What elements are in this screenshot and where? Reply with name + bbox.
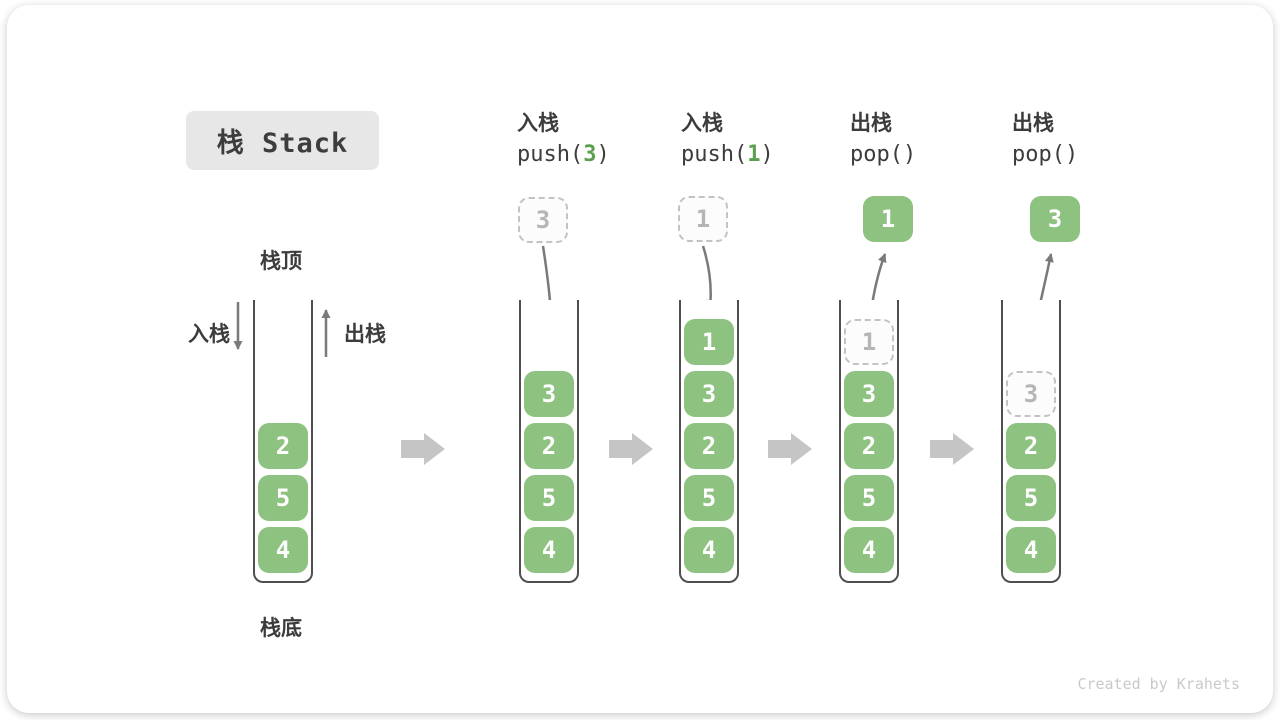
op-label-pop1-zh: 出栈 (850, 112, 892, 135)
title-text: 栈 Stack (216, 128, 349, 159)
stack-item: 3 (524, 371, 574, 417)
code-pre: push( (681, 142, 748, 167)
stack-item: 2 (524, 423, 574, 469)
code-suf: ) (596, 142, 610, 167)
code-pre: pop() (850, 142, 917, 167)
op-code-pop3: pop() (1012, 142, 1078, 167)
stack-item: 5 (524, 475, 574, 521)
stack-item: 4 (1006, 527, 1056, 573)
stack-item: 2 (258, 423, 308, 469)
code-suf: ) (760, 142, 774, 167)
popped-value-box: 1 (863, 196, 913, 242)
stack-item: 5 (684, 475, 734, 521)
stack-bottom-label: 栈底 (260, 617, 302, 640)
op-label-pop3-zh: 出栈 (1012, 112, 1054, 135)
code-arg: 1 (747, 142, 761, 167)
op-label-push3-zh: 入栈 (517, 112, 559, 135)
op-code-pop1: pop() (850, 142, 916, 167)
credit-text: Created by Krahets (1077, 675, 1240, 693)
push-side-label: 入栈 (188, 323, 230, 346)
stack-item: 5 (844, 475, 894, 521)
stack-item: 2 (684, 423, 734, 469)
stack-item: 3 (844, 371, 894, 417)
code-pre: pop() (1012, 142, 1079, 167)
pop-side-label: 出栈 (344, 323, 386, 346)
code-pre: push( (517, 142, 584, 167)
stack-item: 4 (524, 527, 574, 573)
incoming-value-box: 3 (518, 197, 568, 243)
stack-item: 5 (258, 475, 308, 521)
stack-item: 4 (684, 527, 734, 573)
stack-item: 5 (1006, 475, 1056, 521)
stack-item: 4 (258, 527, 308, 573)
op-code-push3: push(3) (517, 142, 610, 167)
op-label-push1-zh: 入栈 (681, 112, 723, 135)
stack-top-label: 栈顶 (260, 250, 302, 273)
popped-value-box: 3 (1030, 196, 1080, 242)
stack-item: 3 (684, 371, 734, 417)
op-code-push1: push(1) (681, 142, 774, 167)
removed-slot-box: 3 (1006, 371, 1056, 417)
stack-item: 4 (844, 527, 894, 573)
stack-item: 1 (684, 319, 734, 365)
stack-item: 2 (1006, 423, 1056, 469)
title-badge: 栈 Stack (186, 111, 379, 170)
incoming-value-box: 1 (678, 196, 728, 242)
removed-slot-box: 1 (844, 319, 894, 365)
code-arg: 3 (583, 142, 597, 167)
stack-item: 2 (844, 423, 894, 469)
